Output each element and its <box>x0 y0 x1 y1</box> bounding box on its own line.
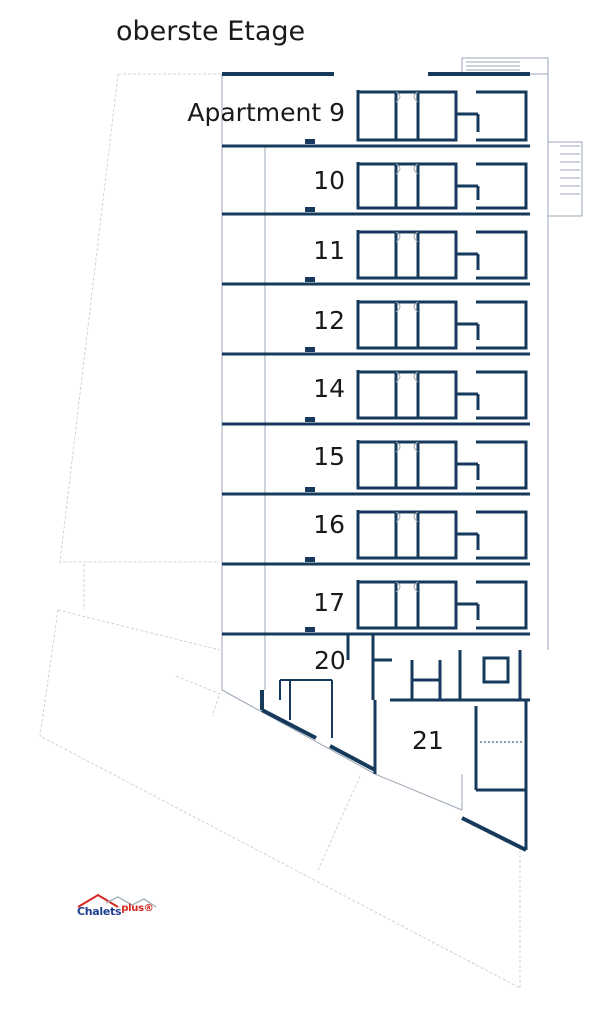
chaletsplus-logo: Chaletsplus® <box>76 893 166 927</box>
socket-mark <box>305 627 315 632</box>
socket-mark <box>305 207 315 212</box>
door-swing <box>395 91 401 103</box>
bath-walls <box>476 510 528 560</box>
door-swing <box>395 441 401 453</box>
door-swing <box>395 231 401 243</box>
door-swing <box>413 441 419 453</box>
bath-walls <box>476 90 528 142</box>
door-swing <box>413 301 419 313</box>
living-room-walls <box>356 580 458 630</box>
bath-walls <box>476 580 528 630</box>
site-outline <box>39 73 521 989</box>
bath-walls <box>476 230 528 280</box>
living-room-walls <box>356 300 458 350</box>
socket-mark <box>305 557 315 562</box>
lower-wing <box>222 72 530 852</box>
socket-mark <box>305 487 315 492</box>
door-swing <box>395 511 401 523</box>
bath-walls <box>476 440 528 490</box>
unit-label-10: 10 <box>313 166 345 195</box>
living-room-walls <box>356 510 458 560</box>
unit-label-14: 14 <box>313 374 345 403</box>
unit-label-11: 11 <box>313 236 345 265</box>
door-swing <box>413 511 419 523</box>
floor-title: oberste Etage <box>116 16 306 47</box>
door-swing <box>413 231 419 243</box>
door-swing <box>413 371 419 383</box>
living-room-walls <box>356 370 458 420</box>
unit-label-12: 12 <box>313 306 345 335</box>
door-swing <box>413 581 419 593</box>
living-room-walls <box>356 440 458 490</box>
socket-mark <box>305 139 315 144</box>
door-swing <box>395 301 401 313</box>
socket-mark <box>305 347 315 352</box>
socket-mark <box>305 417 315 422</box>
unit-label-20: 20 <box>314 646 346 675</box>
door-swing <box>395 371 401 383</box>
logo-wordmark: Chaletsplus® <box>77 903 154 918</box>
bath-walls <box>476 300 528 350</box>
unit-label-16: 16 <box>313 510 345 539</box>
living-room-walls <box>356 230 458 280</box>
unit-label-21: 21 <box>412 726 444 755</box>
door-swing <box>413 163 419 175</box>
door-swing <box>395 581 401 593</box>
unit-label-15: 15 <box>313 442 345 471</box>
living-room-walls <box>356 162 458 210</box>
unit-label-9: Apartment 9 <box>187 98 345 127</box>
apartment-rows <box>222 90 530 636</box>
door-swing <box>413 91 419 103</box>
bath-walls <box>476 370 528 420</box>
bath-walls <box>476 162 528 210</box>
door-swing <box>395 163 401 175</box>
building-outline <box>221 57 583 811</box>
socket-mark <box>305 277 315 282</box>
stair-hatch <box>466 61 580 195</box>
roof-icon <box>77 893 157 908</box>
unit-label-17: 17 <box>313 588 345 617</box>
living-room-walls <box>356 90 458 142</box>
